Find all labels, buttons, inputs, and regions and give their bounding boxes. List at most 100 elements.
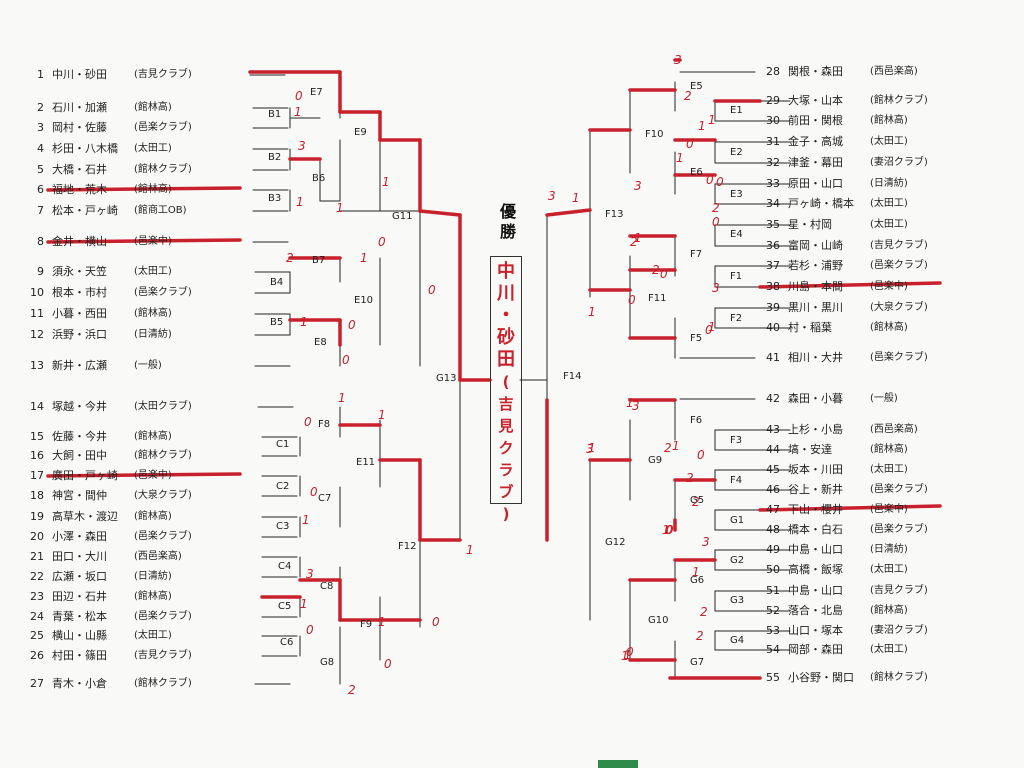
player-number: 46 [766, 483, 780, 496]
player-number: 12 [30, 328, 44, 341]
score-mark: 1 [676, 151, 684, 165]
player-number: 2 [37, 101, 44, 114]
player-number: 49 [766, 543, 780, 556]
score-mark: 1 [708, 320, 716, 334]
player-names: 浜野・浜口 [52, 328, 107, 341]
score-mark: 1 [300, 597, 308, 611]
player-affiliation: (邑楽クラブ) [870, 352, 928, 363]
player-affiliation: (一般) [870, 393, 898, 404]
match-label: G3 [730, 595, 745, 606]
player-names: 中島・山口 [788, 543, 843, 556]
score-mark: 1 [662, 523, 670, 537]
player-number: 24 [30, 610, 44, 623]
match-label: E9 [354, 127, 367, 138]
score-mark: 2 [700, 605, 708, 619]
score-mark: 0 [628, 293, 636, 307]
player-names: 大橋・石井 [52, 163, 107, 176]
match-label: F5 [690, 333, 703, 344]
player-names: 岡部・森田 [788, 643, 843, 656]
player-names: 高橋・飯塚 [788, 563, 843, 576]
score-mark: 2 [692, 495, 700, 509]
player-names: 青葉・松本 [52, 610, 107, 623]
player-names: 塚越・今井 [52, 400, 107, 413]
player-number: 32 [766, 156, 780, 169]
player-names: 星・村岡 [788, 218, 832, 231]
player-names: 廣田・戸ヶ崎 [52, 469, 118, 482]
player-names: 橋本・白石 [788, 523, 843, 536]
match-label: B6 [312, 173, 326, 184]
score-mark: 1 [382, 175, 390, 189]
player-names: 田辺・石井 [52, 590, 107, 603]
score-mark: 0 [306, 623, 314, 637]
score-mark: 2 [684, 89, 692, 103]
match-label: G9 [648, 455, 663, 466]
score-mark: 1 [692, 565, 700, 579]
player-affiliation: (館林クラブ) [134, 164, 192, 175]
score-mark: 1 [708, 113, 716, 127]
player-affiliation: (邑楽中) [870, 281, 908, 292]
player-number: 52 [766, 604, 780, 617]
player-affiliation: (吉見クラブ) [870, 585, 928, 596]
player-affiliation: (太田工) [870, 644, 908, 655]
player-affiliation: (大泉クラブ) [134, 490, 192, 501]
score-mark: 2 [630, 235, 638, 249]
player-names: 落合・北島 [788, 604, 843, 617]
match-label: F3 [730, 435, 743, 446]
player-affiliation: (館商工OB) [134, 205, 187, 216]
match-label: C6 [280, 637, 294, 648]
player-affiliation: (太田工) [134, 143, 172, 154]
score-mark: 0 [295, 89, 303, 103]
score-mark: 1 [621, 649, 629, 663]
player-names: 若杉・浦野 [788, 259, 843, 272]
player-names: 黒川・黒川 [788, 301, 843, 314]
match-label: F13 [605, 209, 624, 220]
score-mark: 0 [432, 615, 440, 629]
match-label: G6 [690, 575, 705, 586]
score-mark: 2 [664, 441, 672, 455]
match-label: G4 [730, 635, 745, 646]
score-mark: 3 [634, 179, 642, 193]
player-names: 神宮・間仲 [52, 489, 107, 502]
score-mark: 3 [712, 281, 720, 295]
match-label: F7 [690, 249, 703, 260]
player-names: 相川・大井 [788, 351, 843, 364]
player-affiliation: (西邑楽高) [134, 551, 182, 562]
match-label: F10 [645, 129, 664, 140]
score-mark: 0 [428, 283, 436, 297]
score-mark: 1 [294, 105, 302, 119]
match-label: E7 [310, 87, 323, 98]
player-number: 41 [766, 351, 780, 364]
player-affiliation: (日清紡) [134, 329, 172, 340]
match-label: E2 [730, 147, 743, 158]
player-affiliation: (館林高) [134, 591, 172, 602]
score-mark: 3 [674, 53, 682, 67]
player-number: 15 [30, 430, 44, 443]
score-mark: 2 [652, 263, 660, 277]
player-affiliation: (館林高) [870, 322, 908, 333]
player-affiliation: (西邑楽高) [870, 424, 918, 435]
player-number: 50 [766, 563, 780, 576]
match-label: B5 [270, 317, 284, 328]
match-label: E3 [730, 189, 743, 200]
player-number: 1 [37, 68, 44, 81]
player-affiliation: (太田工) [870, 198, 908, 209]
player-names: 森田・小暮 [788, 392, 843, 405]
player-number: 6 [37, 183, 44, 196]
player-number: 23 [30, 590, 44, 603]
player-number: 40 [766, 321, 780, 334]
player-number: 26 [30, 649, 44, 662]
player-affiliation: (館林高) [870, 605, 908, 616]
player-number: 19 [30, 510, 44, 523]
score-mark: 1 [300, 315, 308, 329]
score-mark: 1 [296, 195, 304, 209]
champion-title: 優勝 [499, 202, 516, 241]
player-number: 29 [766, 94, 780, 107]
match-label: C2 [276, 481, 290, 492]
player-affiliation: (邑楽クラブ) [870, 524, 928, 535]
player-names: 小谷野・関口 [788, 671, 854, 684]
player-affiliation: (太田クラブ) [134, 401, 192, 412]
player-affiliation: (邑楽クラブ) [870, 260, 928, 271]
player-number: 13 [30, 359, 44, 372]
champion-name-text: 中川・砂田 [497, 261, 515, 370]
player-number: 7 [37, 204, 44, 217]
